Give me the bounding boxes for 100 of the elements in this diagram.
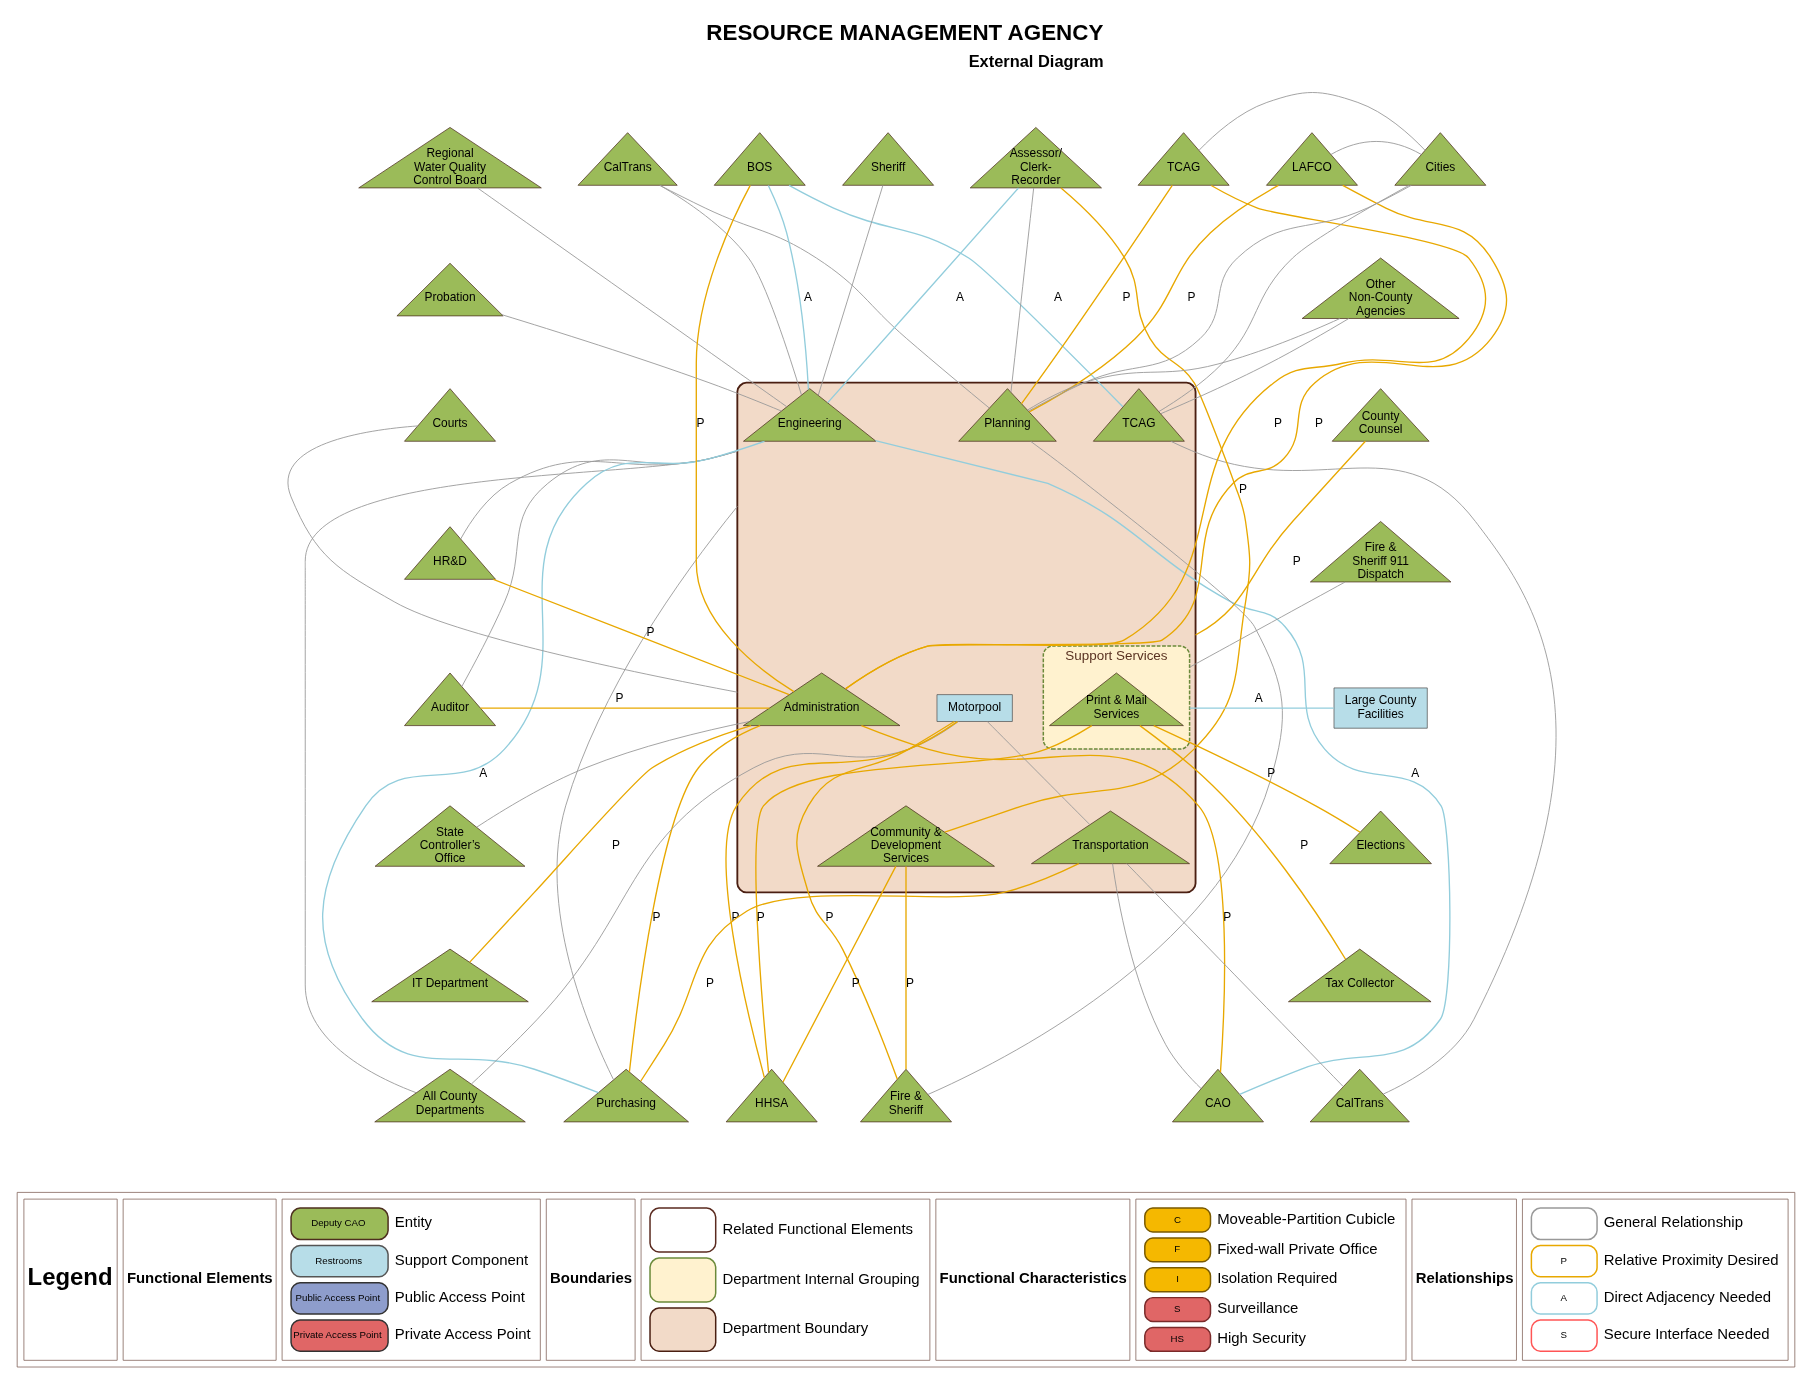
legend-label: General Relationship <box>1603 1213 1743 1231</box>
label: External Diagram <box>968 52 1104 71</box>
diagram-title: RESOURCE MANAGEMENT AGENCY <box>706 20 1104 46</box>
label: S <box>1173 1303 1181 1315</box>
label: Functional Characteristics <box>939 1268 1127 1286</box>
connector <box>659 184 802 396</box>
legend-label: Secure Interface Needed <box>1603 1325 1770 1343</box>
edge-label: P <box>1187 290 1196 305</box>
connector <box>817 184 884 396</box>
connector <box>628 724 761 1073</box>
connector <box>1170 440 1557 1095</box>
connector <box>1198 92 1426 151</box>
legend-label: Public Access Point <box>394 1288 525 1306</box>
legend-label: High Security <box>1217 1329 1306 1347</box>
edge-label: P <box>1315 415 1324 430</box>
label: Public Access Point <box>295 1291 381 1303</box>
connector <box>1194 440 1367 636</box>
edge-label: A <box>1254 690 1263 705</box>
label: Restrooms <box>315 1254 363 1266</box>
connector <box>755 724 1093 1074</box>
connector <box>905 865 907 1070</box>
connector <box>796 720 956 1080</box>
legend-label: Related Functional Elements <box>722 1219 913 1237</box>
cluster <box>736 381 1197 894</box>
legend-label: Relative Proximity Desired <box>1603 1250 1779 1268</box>
connector <box>1028 184 1412 412</box>
label: Private Access Point <box>293 1329 382 1341</box>
label: Deputy CAO <box>311 1217 366 1229</box>
label: S <box>1560 1329 1567 1341</box>
label: Functional Elements <box>126 1268 273 1286</box>
connector <box>1139 724 1347 960</box>
edge-label: P <box>646 625 655 640</box>
edge-label: P <box>1122 290 1131 305</box>
edge-label: P <box>1300 837 1309 852</box>
edge-label: P <box>1267 766 1276 781</box>
connector <box>1112 863 1202 1090</box>
node-box: Motorpool <box>936 694 1013 722</box>
connector <box>1160 318 1350 415</box>
legend-label: Support Component <box>394 1250 529 1268</box>
connector <box>470 721 959 1085</box>
connector <box>659 184 990 409</box>
legend-label: Entity <box>394 1213 433 1231</box>
edge-label: A <box>956 290 965 305</box>
edge-label: P <box>825 909 834 924</box>
connector <box>1153 725 1361 833</box>
connector <box>927 440 1283 1095</box>
connector <box>556 506 738 1081</box>
connector <box>501 314 782 412</box>
label: P <box>1560 1254 1567 1266</box>
legend-label: Department Boundary <box>722 1319 869 1337</box>
connector <box>767 184 810 391</box>
label: C <box>1173 1213 1181 1225</box>
label: Legend <box>27 1263 113 1291</box>
edge-label: P <box>851 976 860 991</box>
edge-label: P <box>1274 415 1283 430</box>
node-box: Large County Facilities <box>1333 687 1428 729</box>
legend-label: Direct Adjacency Needed <box>1603 1288 1772 1306</box>
edge-label: P <box>615 690 624 705</box>
edge-label: P <box>1223 909 1232 924</box>
connector <box>944 187 1251 833</box>
connector <box>1020 184 1173 405</box>
connector <box>1158 184 1410 413</box>
connector <box>788 184 1124 408</box>
connector <box>986 721 1091 825</box>
edge-label: A <box>803 290 812 305</box>
legend-label: Surveillance <box>1217 1299 1299 1317</box>
edge-label: P <box>652 909 661 924</box>
legend-label: Department Internal Grouping <box>722 1269 920 1287</box>
edge-label: P <box>612 837 621 852</box>
connector <box>1028 184 1280 413</box>
connector <box>1189 581 1346 668</box>
connector <box>640 863 1080 1082</box>
label: I <box>1176 1273 1179 1285</box>
connector <box>477 187 788 408</box>
edge-label: A <box>479 766 488 781</box>
connector <box>1027 318 1341 411</box>
connector <box>479 707 771 709</box>
connector <box>287 425 738 693</box>
connector <box>492 578 790 696</box>
connector <box>695 184 795 693</box>
connector <box>476 721 750 828</box>
connector <box>1188 707 1335 709</box>
label: Boundaries <box>550 1268 633 1286</box>
connector <box>469 724 752 963</box>
edge-label: P <box>696 415 705 430</box>
label: Relationships <box>1415 1268 1514 1286</box>
connector <box>725 720 959 1079</box>
legend-label: Moveable-Partition Cubicle <box>1217 1209 1396 1227</box>
connector <box>827 187 1020 404</box>
connector <box>1330 141 1422 155</box>
edge-label: A <box>1053 290 1062 305</box>
label: F <box>1174 1243 1181 1255</box>
legend-label: Private Access Point <box>394 1325 531 1343</box>
edge-label: P <box>1238 481 1247 496</box>
edge-label: A <box>1411 766 1420 781</box>
label: A <box>1560 1291 1567 1303</box>
connector <box>860 724 1226 1073</box>
edge-label: P <box>1292 553 1301 568</box>
legend-label: Isolation Required <box>1217 1269 1338 1287</box>
label: HS <box>1170 1332 1185 1344</box>
